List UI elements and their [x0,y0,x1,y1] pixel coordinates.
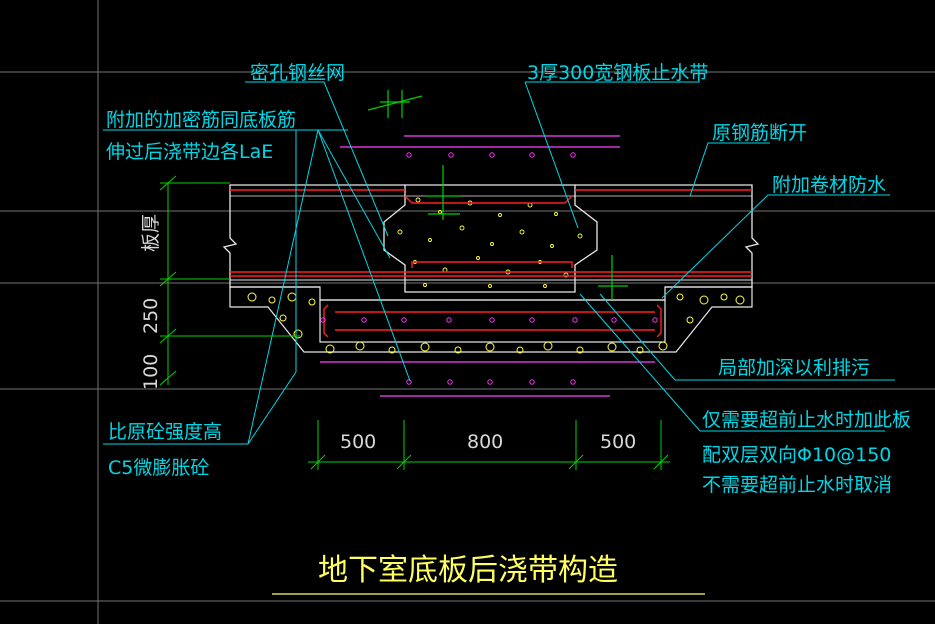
left-slab-outline [222,184,405,288]
label-deepen: 局部加深以利排污 [718,357,870,379]
label-extra-slab-1: 仅需要超前止水时加此板 [702,409,911,431]
label-extra-slab-3: 不需要超前止水时取消 [702,474,892,496]
label-membrane: 附加卷材防水 [772,174,886,196]
dim-100: 100 [140,354,162,390]
label-concrete-2: C5微膨胀砼 [108,457,209,479]
drawing-title: 地下室底板后浇带构造 [318,553,618,588]
label-steel-mesh: 密孔钢丝网 [250,62,345,84]
dimension-lines [159,175,670,470]
annotations: 密孔钢丝网 3厚300宽钢板止水带 附加的加密筋同底板筋 伸过后浇带边各LaE … [106,62,911,496]
right-slab-outline [575,184,760,288]
label-extra-rebar-2: 伸过后浇带边各LaE [106,141,273,163]
label-concrete-1: 比原砼强度高 [108,421,222,443]
dim-250: 250 [140,298,162,334]
post-pour-strip-outline [383,184,598,293]
cushion-aggregate [247,292,745,354]
leader-lines [103,81,895,445]
dim-500-left: 500 [340,431,376,453]
label-extra-rebar-1: 附加的加密筋同底板筋 [106,109,296,131]
dimension-texts: 板厚 250 100 500 800 500 [140,214,636,453]
label-waterstop: 3厚300宽钢板止水带 [527,62,708,84]
label-rebar-cut: 原钢筋断开 [712,122,807,144]
label-extra-slab-2: 配双层双向Φ10@150 [702,444,891,466]
centre-markers [367,90,628,300]
additional-rebar-layers [320,135,658,397]
slab-structure [222,184,760,353]
dim-slab-thickness: 板厚 [140,214,162,252]
deepened-slab [319,299,666,343]
rebars [230,189,752,338]
dim-500-right: 500 [600,431,636,453]
dim-800: 800 [467,431,503,453]
